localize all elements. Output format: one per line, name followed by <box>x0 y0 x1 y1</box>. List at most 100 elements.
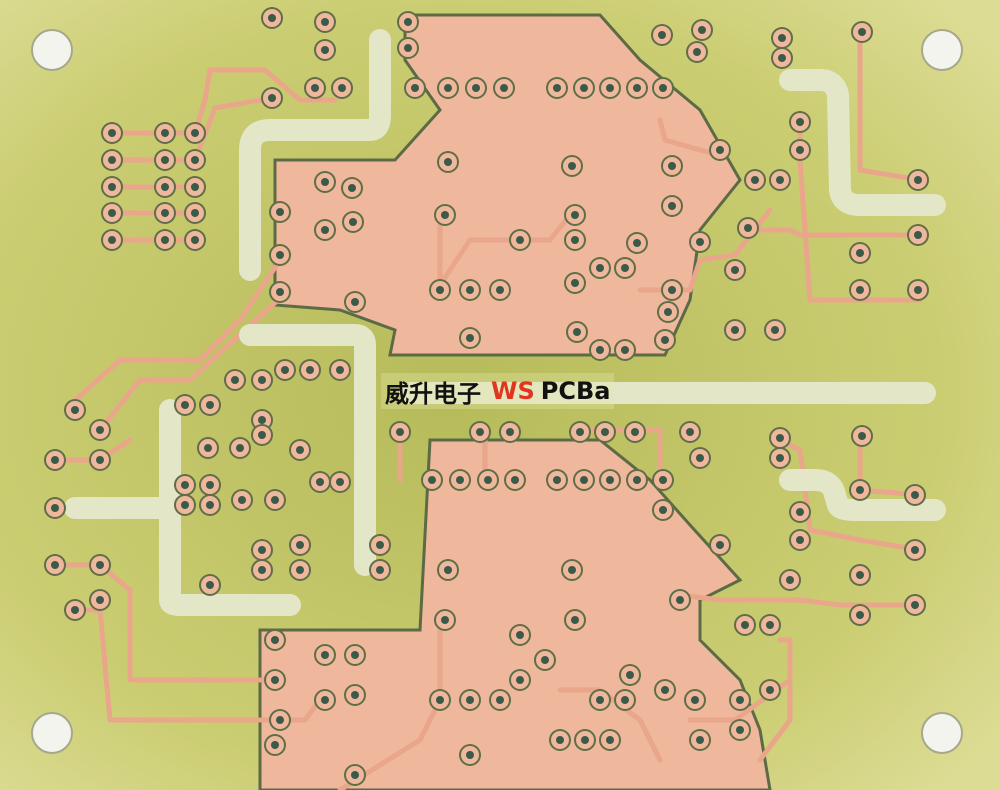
drill-hole <box>736 726 744 734</box>
drill-hole <box>276 288 284 296</box>
drill-hole <box>661 686 669 694</box>
drill-hole <box>206 481 214 489</box>
drill-hole <box>108 236 116 244</box>
drill-hole <box>778 54 786 62</box>
trace <box>337 617 443 790</box>
drill-hole <box>258 376 266 384</box>
drill-hole <box>658 31 666 39</box>
mounting-holes <box>31 29 963 754</box>
trace <box>737 227 923 238</box>
trace <box>857 27 923 183</box>
trace <box>67 257 283 408</box>
drill-hole <box>238 496 246 504</box>
drill-hole <box>541 656 549 664</box>
drill-hole <box>206 581 214 589</box>
drill-hole <box>771 326 779 334</box>
drill-hole <box>321 651 329 659</box>
drill-hole <box>96 596 104 604</box>
drill-hole <box>556 736 564 744</box>
drill-hole <box>436 286 444 294</box>
drill-hole <box>698 26 706 34</box>
drill-hole <box>858 432 866 440</box>
drill-hole <box>511 476 519 484</box>
drill-hole <box>568 162 576 170</box>
drill-hole <box>161 129 169 137</box>
drill-hole <box>516 631 524 639</box>
drill-hole <box>336 478 344 486</box>
drill-hole <box>321 18 329 26</box>
pads <box>44 7 929 786</box>
drill-hole <box>659 476 667 484</box>
drill-hole <box>606 736 614 744</box>
drill-hole <box>349 218 357 226</box>
drill-hole <box>231 376 239 384</box>
drill-hole <box>71 406 79 414</box>
drill-hole <box>268 14 276 22</box>
trace <box>72 607 273 723</box>
drill-hole <box>441 211 449 219</box>
trace <box>52 562 273 683</box>
drill-hole <box>466 696 474 704</box>
drill-hole <box>281 366 289 374</box>
drill-hole <box>51 456 59 464</box>
drill-hole <box>914 286 922 294</box>
drill-hole <box>911 546 919 554</box>
drill-hole <box>396 428 404 436</box>
drill-hole <box>796 536 804 544</box>
slot <box>779 69 946 216</box>
drill-hole <box>191 183 199 191</box>
drill-hole <box>633 84 641 92</box>
drill-hole <box>496 696 504 704</box>
drill-hole <box>108 156 116 164</box>
drill-hole <box>258 566 266 574</box>
drill-hole <box>856 286 864 294</box>
drill-hole <box>276 251 284 259</box>
drill-hole <box>631 428 639 436</box>
drill-hole <box>580 476 588 484</box>
drill-hole <box>621 696 629 704</box>
drill-hole <box>204 444 212 452</box>
drill-hole <box>601 428 609 436</box>
drill-hole <box>191 209 199 217</box>
drill-hole <box>436 696 444 704</box>
slot <box>239 29 391 281</box>
drill-hole <box>858 28 866 36</box>
drill-hole <box>596 264 604 272</box>
drill-hole <box>472 84 480 92</box>
drill-hole <box>736 696 744 704</box>
drill-hole <box>778 34 786 42</box>
watermark-brand: WS <box>491 377 535 405</box>
drill-hole <box>693 48 701 56</box>
drill-hole <box>911 491 919 499</box>
drill-hole <box>296 446 304 454</box>
drill-hole <box>321 178 329 186</box>
drill-hole <box>321 696 329 704</box>
drill-hole <box>338 84 346 92</box>
copper-pour <box>258 438 772 790</box>
drill-hole <box>914 176 922 184</box>
drill-hole <box>786 576 794 584</box>
drill-hole <box>444 566 452 574</box>
mount-hole <box>921 712 963 754</box>
drill-hole <box>108 129 116 137</box>
drill-hole <box>751 176 759 184</box>
mount-hole <box>31 29 73 71</box>
drill-hole <box>716 541 724 549</box>
drill-hole <box>161 156 169 164</box>
drill-hole <box>633 239 641 247</box>
drill-hole <box>744 224 752 232</box>
watermark-suffix: PCBa <box>540 377 611 405</box>
drill-hole <box>571 236 579 244</box>
drill-hole <box>276 208 284 216</box>
drill-hole <box>856 486 864 494</box>
drill-hole <box>506 428 514 436</box>
drill-hole <box>411 84 419 92</box>
drill-hole <box>258 431 266 439</box>
drill-hole <box>404 18 412 26</box>
drill-hole <box>376 566 384 574</box>
drill-hole <box>776 454 784 462</box>
mount-hole <box>31 712 73 754</box>
drill-hole <box>580 84 588 92</box>
